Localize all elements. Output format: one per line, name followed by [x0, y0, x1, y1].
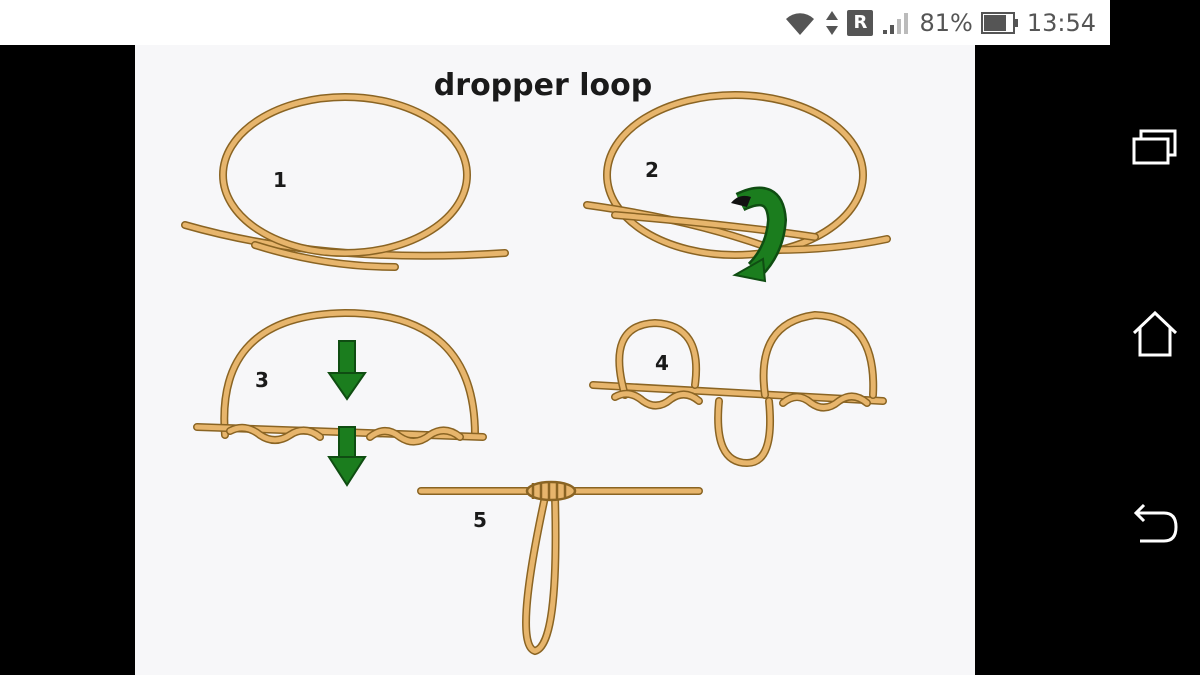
down-arrow-icon	[327, 340, 367, 401]
signal-icon	[883, 12, 909, 34]
dropper-loop-diagram: dropper loop 1	[135, 45, 975, 675]
diagram-title: dropper loop	[434, 68, 652, 103]
step-number: 2	[645, 158, 659, 182]
status-bar: R 81% 13:54	[0, 0, 1110, 45]
rotate-arrow-icon	[731, 186, 788, 283]
diagram-canvas: dropper loop 1	[181, 68, 891, 656]
step-number: 3	[255, 368, 269, 392]
battery-percent: 81%	[919, 8, 973, 37]
step-number: 5	[473, 508, 487, 532]
step-number: 1	[273, 168, 287, 192]
down-arrow-icon	[327, 426, 367, 487]
step-number: 4	[655, 351, 669, 375]
data-arrows-icon	[826, 10, 839, 35]
step-3-illustration: 3	[193, 308, 487, 487]
step-5-illustration: 5	[417, 480, 703, 656]
step-2-illustration: 2	[583, 91, 891, 283]
step-1-illustration: 1	[181, 93, 509, 271]
clock: 13:54	[1026, 8, 1096, 37]
status-icons: R 81% 13:54	[783, 0, 1096, 45]
wifi-icon	[786, 12, 815, 35]
step-4-illustration: 4	[589, 310, 887, 468]
navigation-bar	[1110, 45, 1200, 675]
back-icon[interactable]	[1128, 497, 1182, 551]
recent-apps-icon[interactable]	[1128, 123, 1182, 177]
knot-wraps	[525, 480, 577, 502]
roaming-badge: R	[847, 9, 874, 36]
battery-icon	[980, 11, 1018, 34]
home-icon[interactable]	[1128, 307, 1182, 361]
